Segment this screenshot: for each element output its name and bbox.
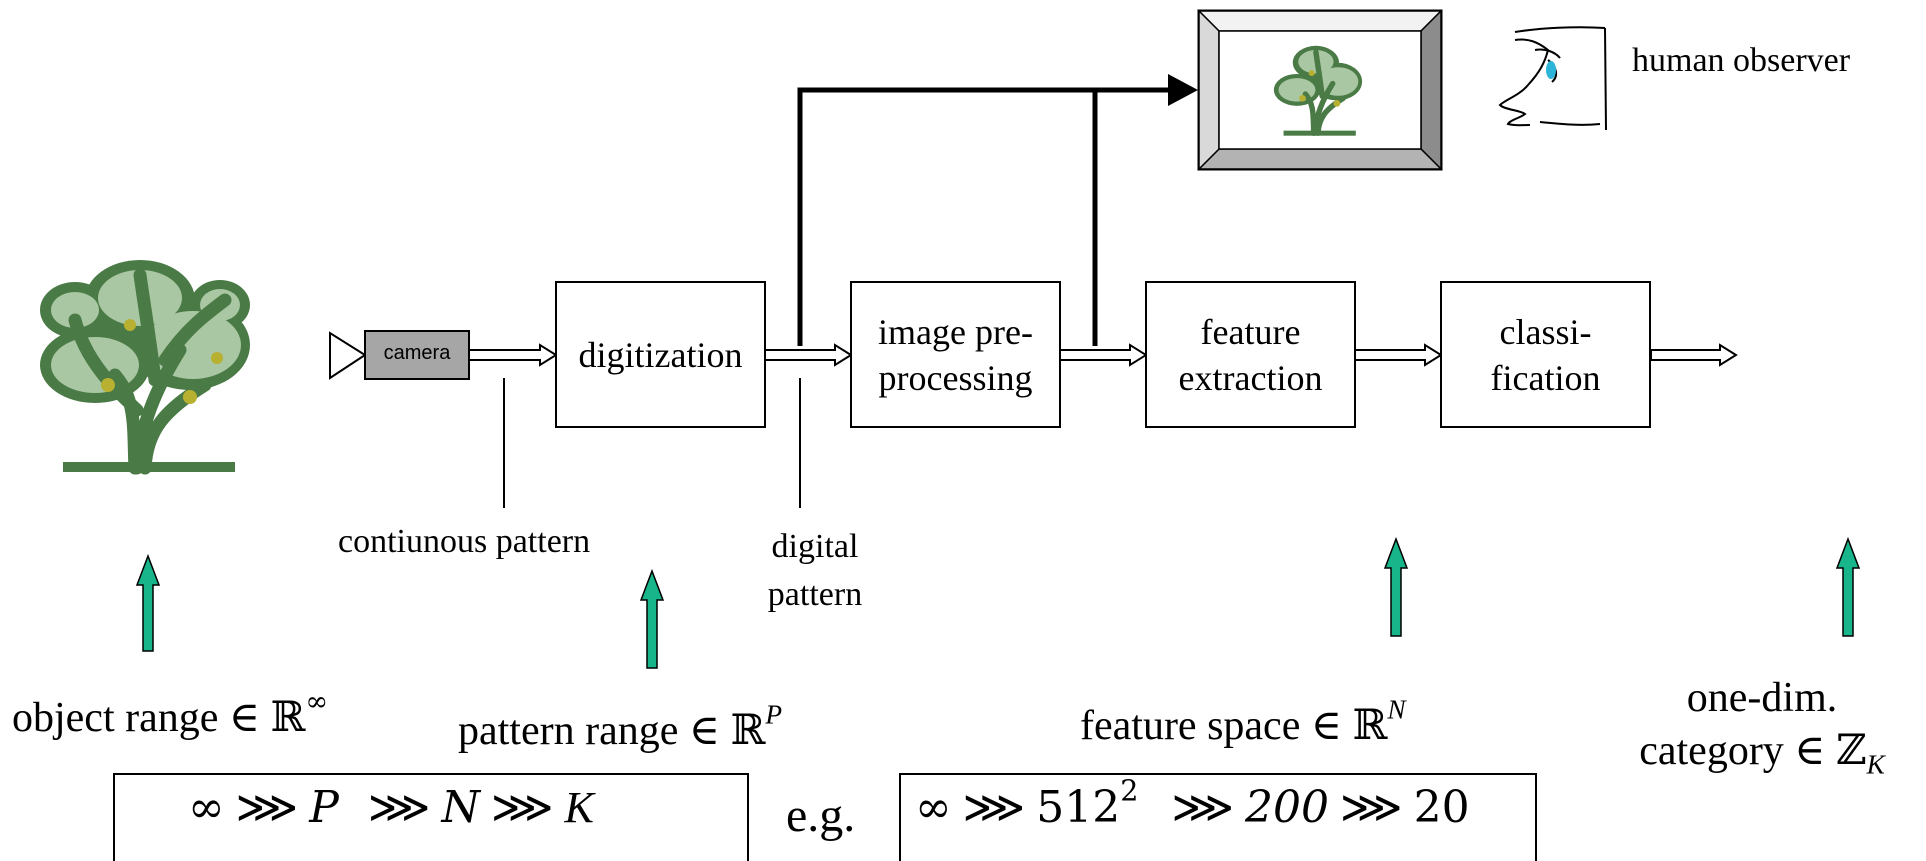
flow-arrows [468, 343, 1738, 367]
digital-pattern-line-1: digital [771, 528, 859, 565]
pattern-range-label: pattern range ∈ ℝP [458, 701, 782, 755]
category-sub: K [1866, 749, 1885, 780]
pattern-range-exp: P [765, 699, 783, 730]
camera-icon [329, 330, 470, 380]
feature-space-set: ℝ [1352, 700, 1388, 749]
preprocessing-line-1: image pre- [878, 311, 1033, 352]
arrow-preprocessing-to-feature [1059, 343, 1148, 367]
ex-512: 512 [1036, 782, 1121, 833]
human-observer-icon [1498, 26, 1607, 131]
rel-p: P [309, 782, 339, 833]
ex-op-1: ⋙ [962, 782, 1026, 833]
classification-label: classi- fication [1441, 282, 1650, 427]
preprocessing-block [850, 281, 1061, 428]
human-observer-label: human observer [1632, 42, 1851, 79]
relation-boxes [113, 773, 1537, 861]
category-set: ℤ [1835, 725, 1867, 774]
feature-space-exp: N [1387, 694, 1406, 725]
rel-op-2: ⋙ [367, 782, 431, 833]
example-relation-box [899, 773, 1537, 861]
object-range-set: ℝ [270, 692, 306, 741]
digitization-block [555, 281, 766, 428]
feature-extraction-block [1145, 281, 1356, 428]
feature-extraction-line-2: extraction [1178, 357, 1323, 398]
rel-op-1: ⋙ [235, 782, 299, 833]
green-arrow-object [135, 553, 161, 652]
general-relation-box [113, 773, 749, 861]
preprocessing-label: image pre- processing [851, 282, 1060, 427]
ex-20: 20 [1413, 782, 1470, 833]
process-blocks [555, 281, 1651, 428]
rel-infinity: ∞ [188, 782, 225, 833]
green-arrow-category [1835, 536, 1861, 637]
display-arrowhead [1168, 74, 1198, 106]
feature-extraction-label: feature extraction [1146, 282, 1355, 427]
object-range-label: object range ∈ ℝ∞ [12, 688, 328, 742]
pattern-range-set: ℝ [730, 705, 766, 754]
ex-op-2: ⋙ [1171, 782, 1235, 833]
category-text: category ∈ [1639, 728, 1836, 774]
classification-line-2: fication [1490, 357, 1601, 398]
digitization-line-1: digitization [578, 334, 743, 375]
object-range-exp: ∞ [305, 686, 329, 718]
rel-k: K [564, 783, 594, 832]
ex-200: 200 [1245, 782, 1330, 833]
continuous-pattern-label: contiunous pattern [338, 523, 591, 560]
digitization-label: digitization [556, 282, 765, 427]
ex-op-3: ⋙ [1340, 782, 1403, 833]
feature-extraction-line-1: feature [1200, 311, 1301, 352]
example-relation: ∞ ⋙ 5122 ⋙ 200 ⋙ 20 [915, 776, 1470, 833]
category-line-1: one-dim. [1686, 675, 1838, 721]
ex-512-exp: 2 [1120, 773, 1139, 808]
feature-space-text: feature space ∈ [1080, 703, 1353, 749]
tree-icon [40, 260, 250, 475]
digital-pattern-line-2: pattern [767, 576, 863, 613]
display-lines [797, 87, 1170, 346]
green-arrow-feature [1383, 536, 1409, 637]
rel-op-3: ⋙ [490, 782, 554, 833]
classification-line-1: classi- [1499, 311, 1592, 352]
feature-space-label: feature space ∈ ℝN [1080, 696, 1406, 750]
category-line-2: category ∈ ℤK [1612, 724, 1912, 780]
arrow-camera-to-digitization [468, 343, 558, 367]
digital-pattern-label: digital pattern [735, 523, 895, 619]
rel-n: N [441, 782, 480, 833]
eg-label: e.g. [786, 789, 856, 842]
general-relation: ∞ ⋙ P ⋙ N ⋙ K [188, 782, 594, 833]
camera-label: camera [383, 342, 451, 364]
category-label: one-dim. category ∈ ℤK [1612, 672, 1912, 780]
pattern-range-text: pattern range ∈ [458, 708, 731, 754]
green-arrows [135, 536, 1861, 669]
arrow-digitization-to-preprocessing [764, 343, 853, 367]
ex-infinity: ∞ [915, 782, 952, 833]
preprocessing-line-2: processing [878, 357, 1033, 398]
green-arrow-pattern [639, 568, 665, 669]
classification-block [1440, 281, 1651, 428]
monitor-icon [1197, 9, 1443, 171]
arrow-classification-out [1650, 343, 1738, 367]
pointer-lines [503, 378, 801, 508]
arrow-feature-to-classification [1354, 343, 1443, 367]
object-range-text: object range ∈ [12, 695, 271, 741]
